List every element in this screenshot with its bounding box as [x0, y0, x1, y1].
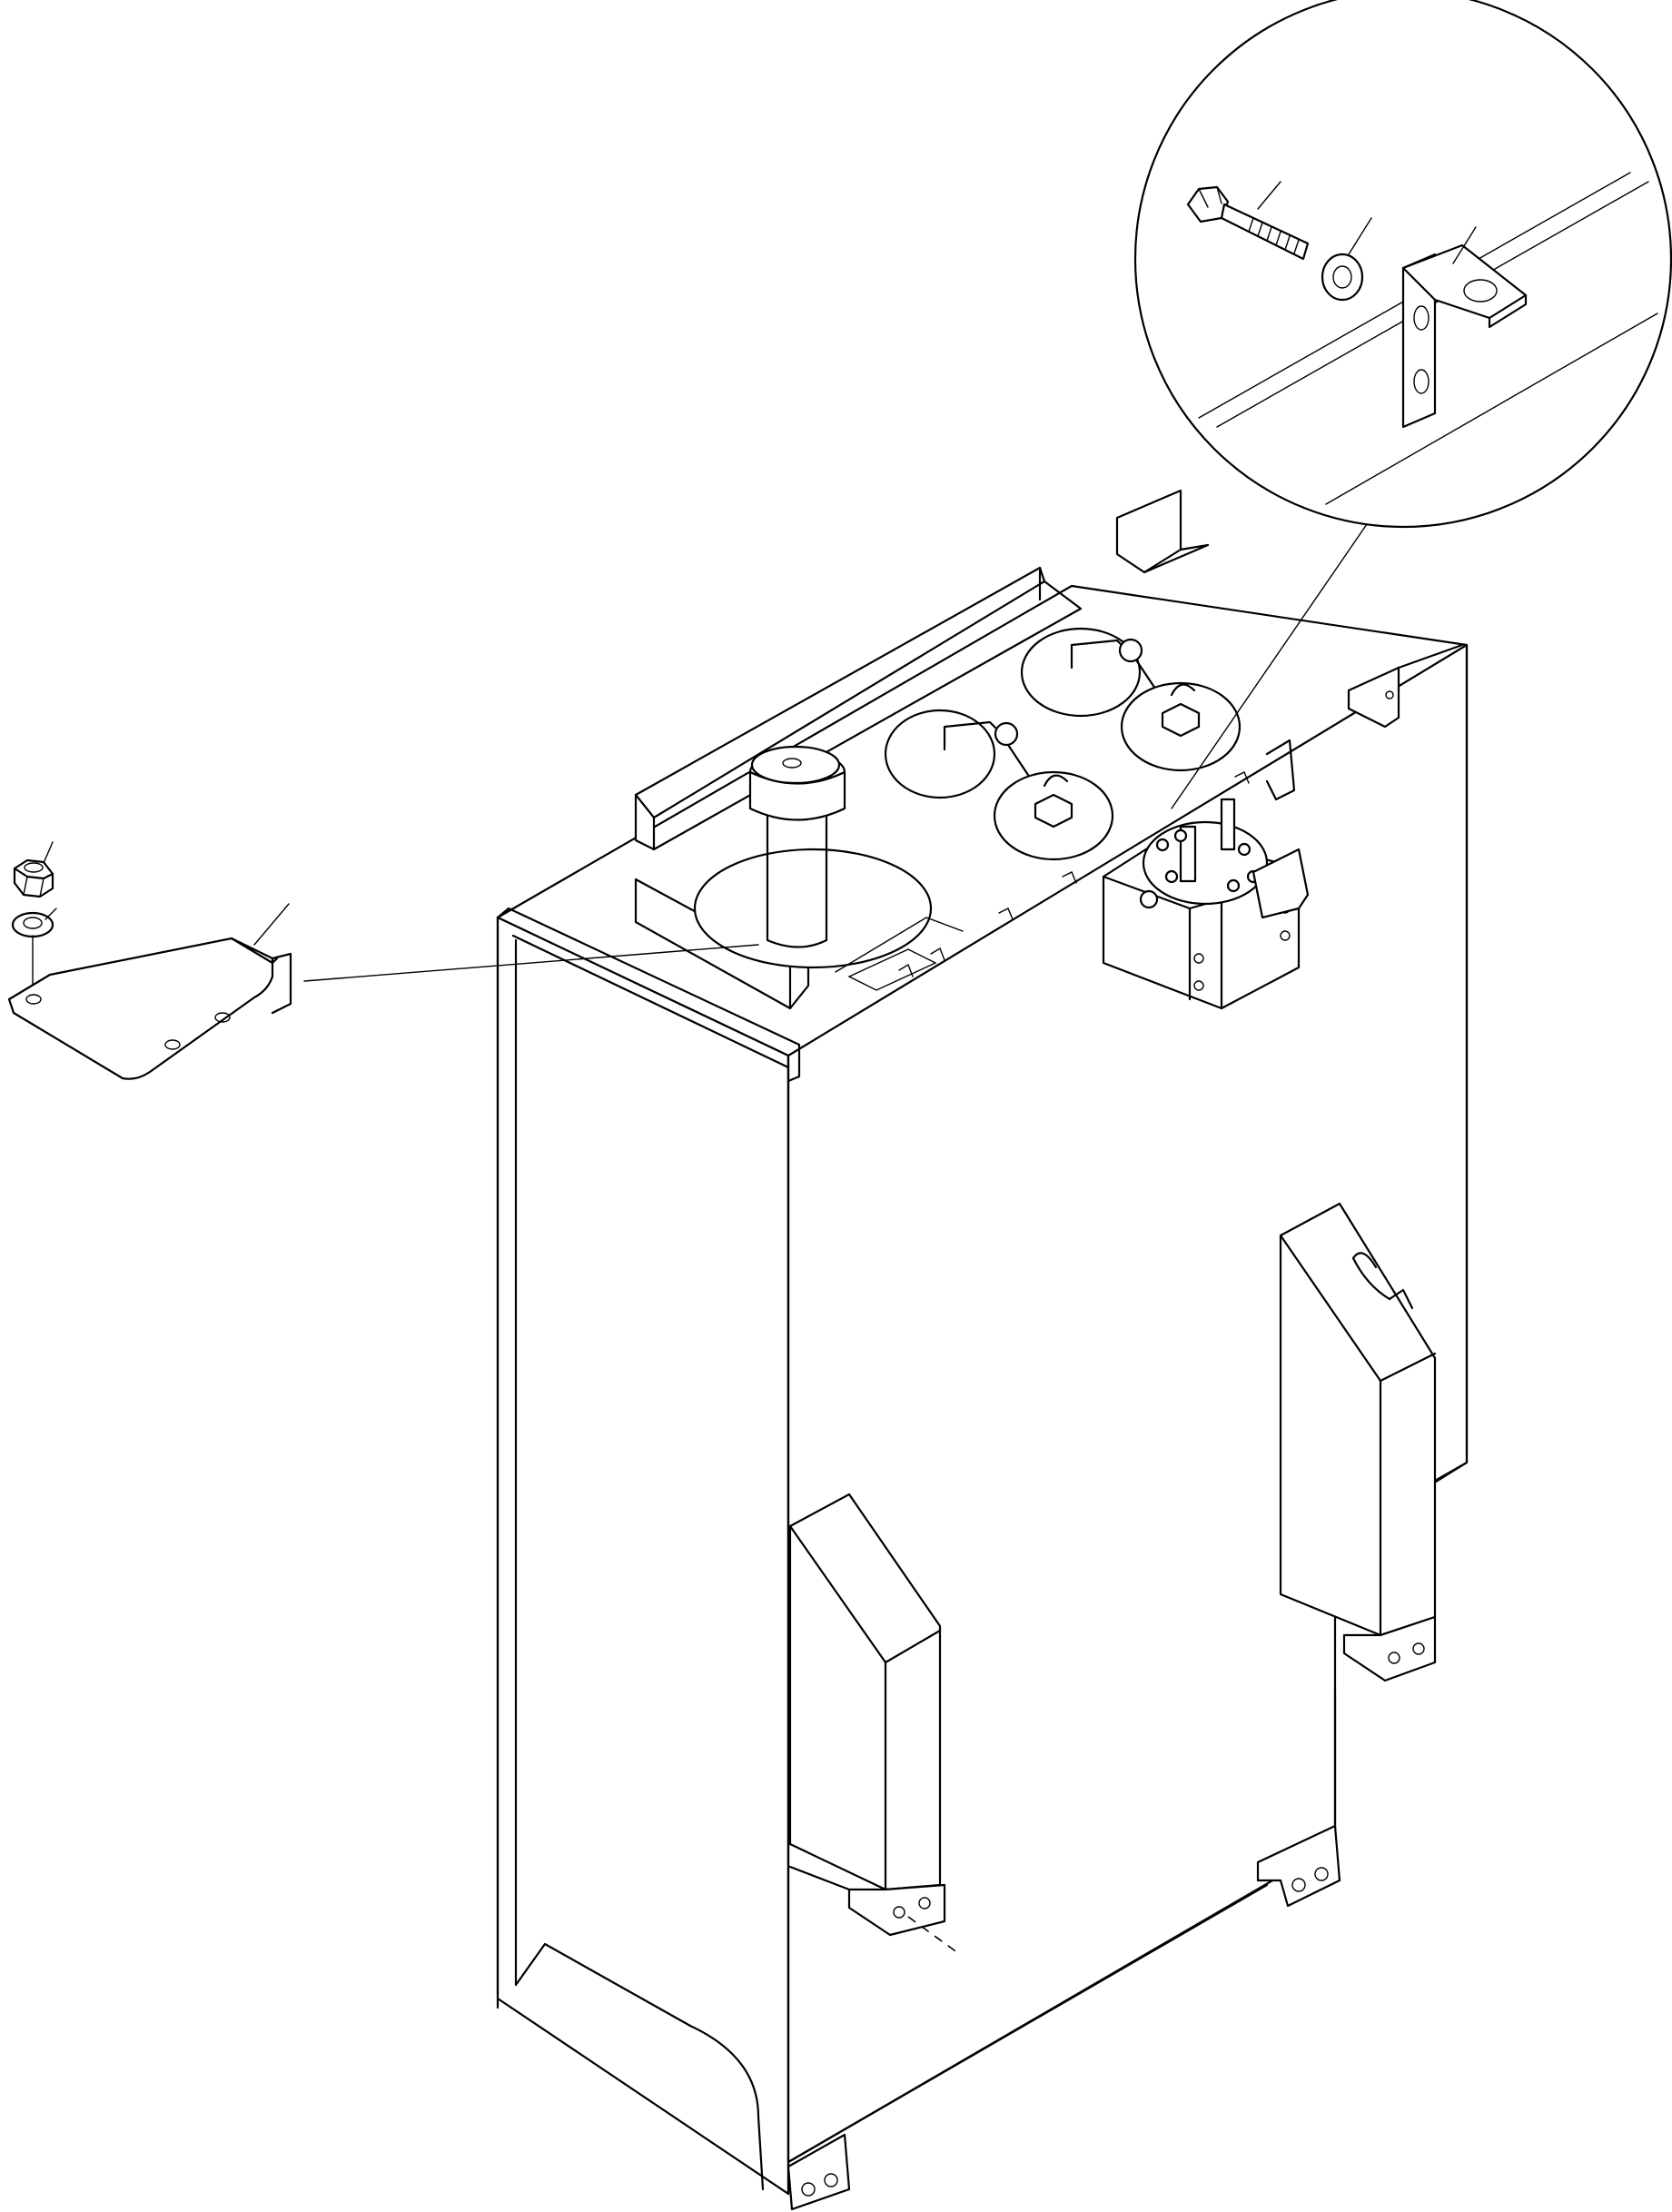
breather-column — [693, 745, 964, 991]
callout-cover-plate-leader — [253, 903, 290, 946]
nut — [13, 858, 54, 898]
washer — [1321, 253, 1364, 302]
callout-washer-leader — [1348, 217, 1372, 255]
corner-bracket-right — [1347, 643, 1464, 729]
cover-plate-leader-to-tank — [303, 944, 759, 982]
side-duct-right — [1279, 1202, 1437, 1682]
bolt — [1186, 185, 1310, 261]
bracket — [1401, 243, 1528, 429]
cover-plate — [7, 937, 292, 1080]
tank-lid-1 — [884, 709, 1046, 801]
valve-block — [1102, 798, 1310, 1010]
side-duct-front — [788, 1493, 959, 1954]
tank-lid-4 — [1120, 681, 1242, 772]
callout-bolt-leader — [1257, 181, 1281, 210]
tank-lid-2 — [993, 770, 1114, 861]
callout-lock-washer-leader — [45, 908, 57, 920]
tank-lid-3 — [1020, 627, 1173, 718]
lock-washer — [11, 911, 54, 938]
callout-nut-leader — [43, 841, 54, 864]
corner-bracket-back — [1115, 489, 1210, 574]
edge-terminals — [898, 739, 1296, 977]
callout-bracket-leader — [1452, 226, 1477, 264]
